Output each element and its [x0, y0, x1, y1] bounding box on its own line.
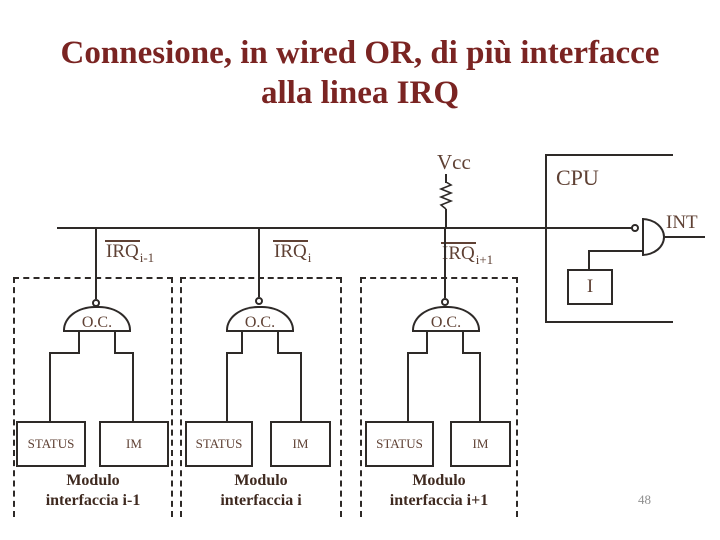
module-caption: Modulo interfaccia i+1: [360, 471, 518, 511]
irq-bus-line: [57, 227, 635, 229]
module-caption-line1: Modulo: [234, 472, 288, 489]
page-number: 48: [638, 492, 651, 507]
slide-title-line1: Connesione, in wired OR, di più interfac…: [60, 35, 660, 71]
status-register-box: STATUS: [16, 421, 86, 467]
int-label: INT: [666, 212, 698, 233]
module-caption-line2: interfaccia i-1: [45, 492, 141, 509]
vcc-label: Vcc: [437, 150, 471, 174]
im-register-box: IM: [450, 421, 511, 467]
im-wire: [479, 352, 481, 422]
status-wire: [226, 352, 228, 422]
bus-drop-wire: [95, 229, 97, 299]
cpu-box-bottom-edge: [545, 321, 673, 323]
irq-subscript: i+1: [475, 252, 494, 267]
driver-step-wire: [407, 352, 428, 354]
driver-leg-wire: [114, 331, 116, 354]
im-wire: [300, 352, 302, 422]
driver-base-line: [63, 330, 131, 332]
driver-leg-wire: [277, 331, 279, 354]
resistor-to-bus-wire: [445, 209, 447, 228]
status-register-box: STATUS: [185, 421, 253, 467]
driver-leg-wire: [462, 331, 464, 354]
irq-overlined-text: IRQ: [273, 240, 308, 262]
module-caption-line1: Modulo: [412, 472, 466, 489]
driver-base-line: [226, 330, 294, 332]
vcc-wire: [445, 174, 447, 183]
module-caption: Modulo interfaccia i: [180, 471, 342, 511]
irq-overlined-text: IRQ: [441, 242, 476, 264]
irq-overlined-text: IRQ: [105, 240, 140, 262]
bus-drop-wire: [258, 229, 260, 297]
status-register-box: STATUS: [365, 421, 434, 467]
module-caption: Modulo interfaccia i-1: [13, 471, 173, 511]
driver-leg-wire: [426, 331, 428, 354]
driver-step-wire: [462, 352, 481, 354]
and-gate-icon: [642, 218, 665, 256]
driver-step-wire: [226, 352, 243, 354]
irq-label-i+1: IRQi+1: [441, 242, 494, 267]
slide-title-line2: alla linea IRQ: [260, 75, 460, 111]
cpu-box-top-edge: [545, 154, 673, 156]
int-output-wire: [663, 236, 705, 238]
driver-leg-wire: [78, 331, 80, 354]
inverter-bubble-icon: [255, 297, 263, 305]
slide-title: Connesione, in wired OR, di più interfac…: [0, 33, 720, 113]
driver-leg-wire: [241, 331, 243, 354]
im-register-box: IM: [99, 421, 169, 467]
inverter-bubble-icon: [631, 224, 639, 232]
inverter-bubble-icon: [441, 298, 449, 306]
module-caption-line1: Modulo: [66, 472, 120, 489]
cpu-box-left-edge: [545, 155, 547, 323]
driver-step-wire: [114, 352, 134, 354]
register-to-gate-wire: [588, 250, 590, 269]
driver-step-wire: [277, 352, 302, 354]
module-caption-line2: interfaccia i+1: [389, 492, 489, 509]
module-dashed-border: [360, 277, 518, 517]
irq-label-i: IRQi: [273, 240, 312, 265]
resistor-icon: [438, 181, 454, 215]
interrupt-enable-register-box: I: [567, 269, 613, 305]
driver-base-line: [412, 330, 480, 332]
module-dashed-border: [180, 277, 342, 517]
module-caption-line2: interfaccia i: [220, 492, 302, 509]
register-to-gate-wire: [588, 250, 644, 252]
bus-drop-wire: [444, 229, 446, 298]
cpu-label: CPU: [556, 165, 599, 190]
irq-subscript: i-1: [139, 250, 155, 265]
im-register-box: IM: [270, 421, 331, 467]
irq-label-i-1: IRQi-1: [105, 240, 155, 265]
status-wire: [407, 352, 409, 422]
driver-step-wire: [49, 352, 80, 354]
im-wire: [132, 352, 134, 422]
irq-subscript: i: [307, 250, 312, 265]
status-wire: [49, 352, 51, 422]
module-dashed-border: [13, 277, 173, 517]
